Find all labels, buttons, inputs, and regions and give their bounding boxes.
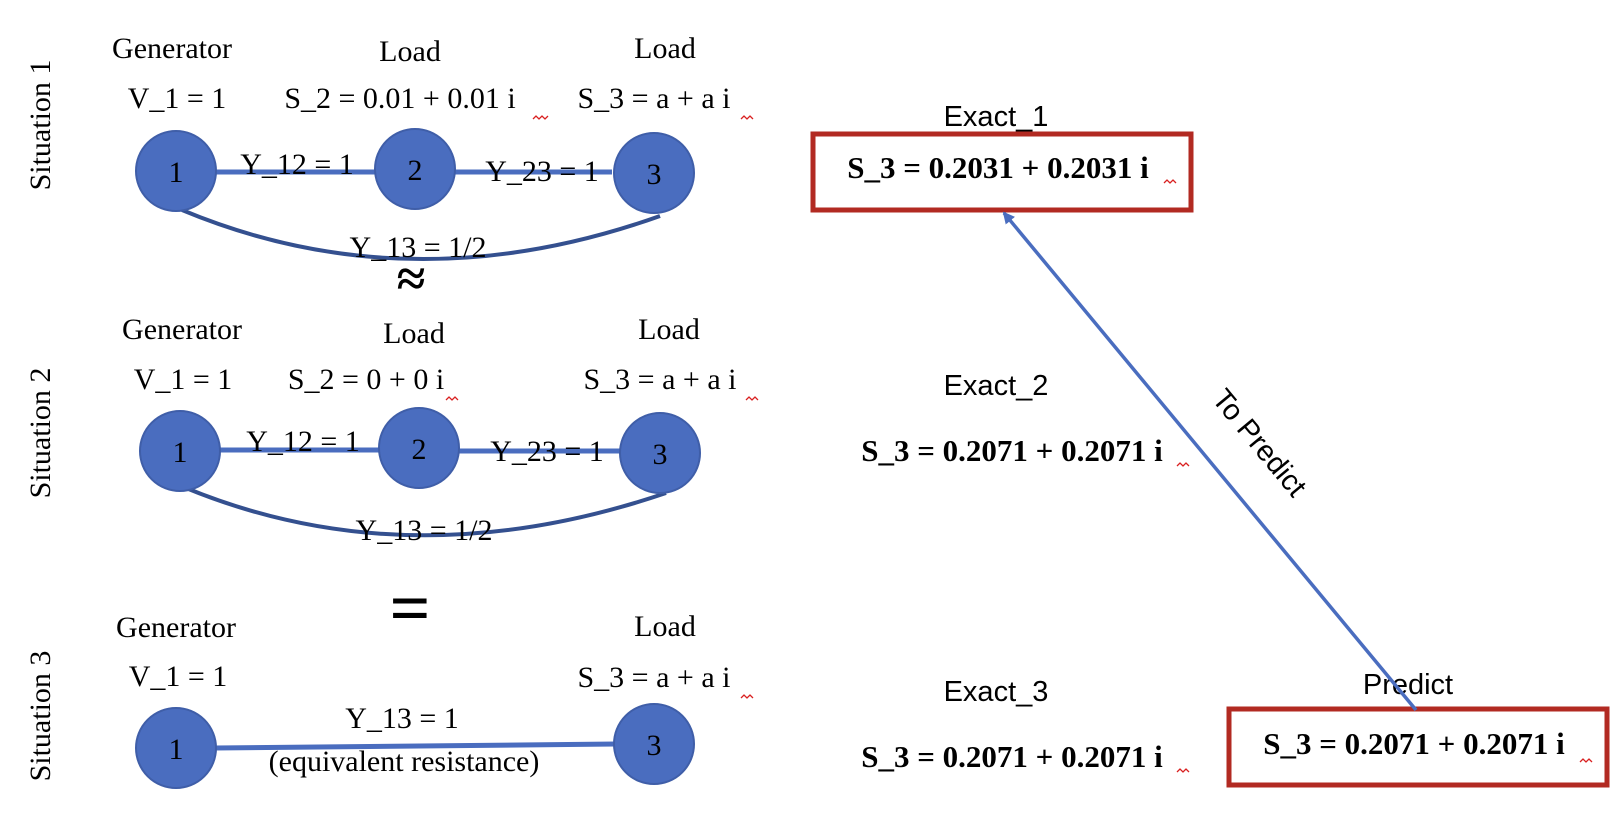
- bus-node-2: 2: [378, 407, 460, 489]
- situation-2: Situation 2 Generator Load Load V_1 = 1 …: [24, 313, 759, 547]
- to-predict-arrow: [1002, 211, 1418, 712]
- exact1-label: Exact_1: [944, 101, 1049, 133]
- spell-mark: [740, 115, 754, 120]
- edge-1-3: [214, 741, 617, 751]
- v1-label: V_1 = 1: [134, 363, 233, 396]
- bus-node-1: 1: [135, 707, 217, 789]
- spell-mark: [1163, 179, 1177, 184]
- results-panel: Exact_1 S_3 = 0.2031 + 0.2031 i Exact_2 …: [810, 101, 1610, 788]
- situation-2-label: Situation 2: [24, 368, 57, 499]
- predict-label: Predict: [1363, 669, 1453, 701]
- bus-node-3: 3: [613, 132, 695, 214]
- exact3-value: S_3 = 0.2071 + 0.2071 i: [861, 739, 1163, 774]
- situation-1: Situation 1 Generator Load Load V_1 = 1 …: [24, 32, 754, 264]
- bus1-type-label: Generator: [112, 32, 232, 65]
- s2-label: S_2 = 0 + 0 i: [288, 363, 444, 396]
- y23-label: Y_23 = 1: [485, 155, 599, 188]
- node-number: 1: [169, 733, 184, 766]
- spell-mark: [445, 396, 459, 401]
- bus3-type-label: Load: [638, 313, 700, 346]
- exact3-label: Exact_3: [944, 676, 1049, 708]
- node-number: 1: [173, 436, 188, 469]
- bus1-type-label: Generator: [116, 611, 236, 644]
- bus2-type-label: Load: [379, 35, 441, 68]
- s3-label: S_3 = a + a i: [578, 661, 731, 694]
- exact2-value: S_3 = 0.2071 + 0.2071 i: [861, 433, 1163, 468]
- s2-label: S_2 = 0.01 + 0.01 i: [284, 82, 515, 115]
- bus-node-1: 1: [135, 130, 217, 212]
- spell-mark: [1579, 758, 1593, 763]
- node-number: 1: [169, 156, 184, 189]
- bus-node-3: 3: [613, 703, 695, 785]
- node-number: 2: [408, 154, 423, 187]
- node-number: 3: [647, 729, 662, 762]
- situation-3: Situation 3 Generator Load V_1 = 1 S_3 =…: [24, 610, 754, 789]
- bus-node-3: 3: [619, 412, 701, 494]
- s3-label: S_3 = a + a i: [584, 363, 737, 396]
- bus3-type-label: Load: [634, 610, 696, 643]
- approx-symbol: ≈: [397, 251, 426, 308]
- bus-node-1: 1: [139, 410, 221, 492]
- y13-label: Y_13 = 1/2: [350, 231, 487, 264]
- bus2-type-label: Load: [383, 317, 445, 350]
- spell-mark: [1176, 768, 1190, 773]
- situation-3-label: Situation 3: [24, 651, 57, 782]
- y12-label: Y_12 = 1: [240, 148, 354, 181]
- y13-label: Y_13 = 1: [345, 702, 459, 735]
- y23-label: Y_23 = 1: [490, 435, 604, 468]
- node-number: 2: [412, 433, 427, 466]
- s3-label: S_3 = a + a i: [578, 82, 731, 115]
- y13-note: (equivalent resistance): [269, 745, 540, 778]
- to-predict-label: To Predict: [1205, 383, 1312, 503]
- node-number: 3: [653, 438, 668, 471]
- exact1-box: [810, 131, 1194, 213]
- v1-label: V_1 = 1: [128, 82, 227, 115]
- y13-label: Y_13 = 1/2: [356, 514, 493, 547]
- spell-mark: [740, 694, 754, 699]
- spell-mark: [532, 115, 549, 120]
- exact2-label: Exact_2: [944, 370, 1049, 402]
- spell-mark: [745, 396, 759, 401]
- node-number: 3: [647, 158, 662, 191]
- edge-1-3-curve: [181, 208, 661, 262]
- v1-label: V_1 = 1: [129, 660, 228, 693]
- predict-box: [1226, 706, 1610, 788]
- y12-label: Y_12 = 1: [246, 425, 360, 458]
- exact1-value: S_3 = 0.2031 + 0.2031 i: [847, 150, 1149, 185]
- bus3-type-label: Load: [634, 32, 696, 65]
- situation-1-label: Situation 1: [24, 60, 57, 191]
- equals-symbol: =: [389, 568, 430, 648]
- bus1-type-label: Generator: [122, 313, 242, 346]
- spell-mark: [1176, 462, 1190, 467]
- bus-node-2: 2: [374, 128, 456, 210]
- edge-1-3-curve: [185, 486, 667, 538]
- predict-value: S_3 = 0.2071 + 0.2071 i: [1263, 726, 1565, 761]
